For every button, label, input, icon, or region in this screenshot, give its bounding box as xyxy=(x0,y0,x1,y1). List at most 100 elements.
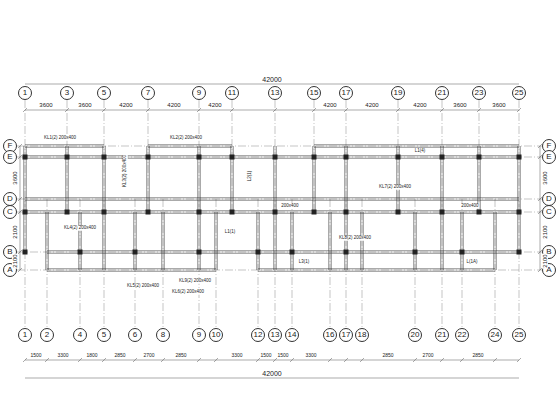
dimension-tick xyxy=(161,358,165,362)
beam-label: L2(1) xyxy=(248,170,253,183)
dimension-text: 1500 xyxy=(29,353,42,358)
dimension-tick xyxy=(290,358,294,362)
column xyxy=(23,155,28,160)
axis-bubble: 18 xyxy=(355,328,369,342)
dimension-text: 1500 xyxy=(276,353,289,358)
dimension-tick xyxy=(440,108,444,112)
beam-line xyxy=(520,212,521,252)
dimension-tick xyxy=(23,358,27,362)
dimension-text: 3300 xyxy=(304,353,317,358)
beam-label: L1(4) xyxy=(414,149,427,154)
axis-bubble: 19 xyxy=(391,86,405,100)
axis-line xyxy=(330,199,331,328)
axis-bubble: 22 xyxy=(455,328,469,342)
axis-line xyxy=(362,199,363,328)
axis-number: 21 xyxy=(438,89,447,97)
beam-line xyxy=(133,212,134,270)
dimension-tick xyxy=(18,144,22,148)
beam-label: KL6(2) 200x400 xyxy=(171,290,205,295)
axis-number: 8 xyxy=(161,331,165,339)
beam-label: L(1A) xyxy=(465,260,478,265)
column xyxy=(23,250,28,255)
dimension-tick xyxy=(18,210,22,214)
dimension-text: 2100 xyxy=(12,224,18,239)
axis-number: 22 xyxy=(458,331,467,339)
axis-number: 9 xyxy=(197,89,201,97)
column xyxy=(440,155,445,160)
dimension-text: 1500 xyxy=(259,353,272,358)
dimension-text: 3600 xyxy=(491,102,506,108)
beam-line xyxy=(105,212,106,270)
dimension-tick xyxy=(102,108,106,112)
dimension-text: 1800 xyxy=(85,353,98,358)
dimension-text: 2700 xyxy=(142,353,155,358)
beam-line xyxy=(81,212,82,270)
dimension-tick xyxy=(197,358,201,362)
dimension-tick xyxy=(256,358,260,362)
beam-line xyxy=(161,212,162,270)
beam-label: KL3(2) 200x400 xyxy=(123,154,128,188)
beam-line xyxy=(347,212,348,270)
column xyxy=(517,210,522,215)
column xyxy=(102,210,107,215)
dimension-tick xyxy=(396,108,400,112)
column xyxy=(65,155,70,160)
dimension-line xyxy=(25,378,519,379)
beam-line xyxy=(344,212,345,270)
column xyxy=(273,210,278,215)
dimension-tick xyxy=(45,358,49,362)
dimension-tick xyxy=(197,108,201,112)
column xyxy=(197,250,202,255)
column xyxy=(256,250,261,255)
axis-bubble: 4 xyxy=(73,328,87,342)
beam-label: 200x400 xyxy=(280,204,299,209)
column xyxy=(230,210,235,215)
axis-number: C xyxy=(546,208,552,216)
axis-bubble: 15 xyxy=(307,86,321,100)
beam-line xyxy=(314,144,519,145)
axis-number: 21 xyxy=(438,331,447,339)
dimension-tick xyxy=(65,108,69,112)
column xyxy=(396,155,401,160)
axis-number: 10 xyxy=(212,331,221,339)
beam-line xyxy=(25,155,519,156)
beam-line xyxy=(258,271,495,272)
beam-line xyxy=(197,212,198,270)
axis-line xyxy=(519,199,520,328)
beam-line xyxy=(214,212,215,270)
axis-bubble: 20 xyxy=(408,328,422,342)
dimension-text: 2850 xyxy=(174,353,187,358)
dimension-tick xyxy=(460,358,464,362)
column xyxy=(65,210,70,215)
axis-number: 17 xyxy=(342,89,351,97)
dimension-tick xyxy=(344,108,348,112)
axis-bubble: 6 xyxy=(128,328,142,342)
dimension-tick xyxy=(18,197,22,201)
beam-line xyxy=(496,212,497,270)
dimension-text: 2850 xyxy=(471,353,484,358)
column xyxy=(312,210,317,215)
column xyxy=(344,155,349,160)
dimension-text: 4200 xyxy=(166,102,181,108)
axis-line xyxy=(275,199,276,328)
axis-bubble: 13 xyxy=(268,328,282,342)
column xyxy=(477,155,482,160)
axis-number: F xyxy=(8,142,13,150)
column xyxy=(102,155,107,160)
dimension-text: 2850 xyxy=(381,353,394,358)
column xyxy=(517,250,522,255)
axis-number: D xyxy=(546,195,552,203)
beam-line xyxy=(293,212,294,270)
axis-number: C xyxy=(7,208,13,216)
beam-line xyxy=(164,212,165,270)
dimension-tick xyxy=(18,155,22,159)
dimension-text: 4200 xyxy=(118,102,133,108)
beam-line xyxy=(443,212,444,270)
beam-label: L3(1) xyxy=(298,260,311,265)
axis-bubble: 12 xyxy=(251,328,265,342)
column xyxy=(133,250,138,255)
axis-bubble: 9 xyxy=(192,86,206,100)
axis-line xyxy=(17,199,542,200)
beam-line xyxy=(148,144,232,145)
axis-number: 19 xyxy=(394,89,403,97)
